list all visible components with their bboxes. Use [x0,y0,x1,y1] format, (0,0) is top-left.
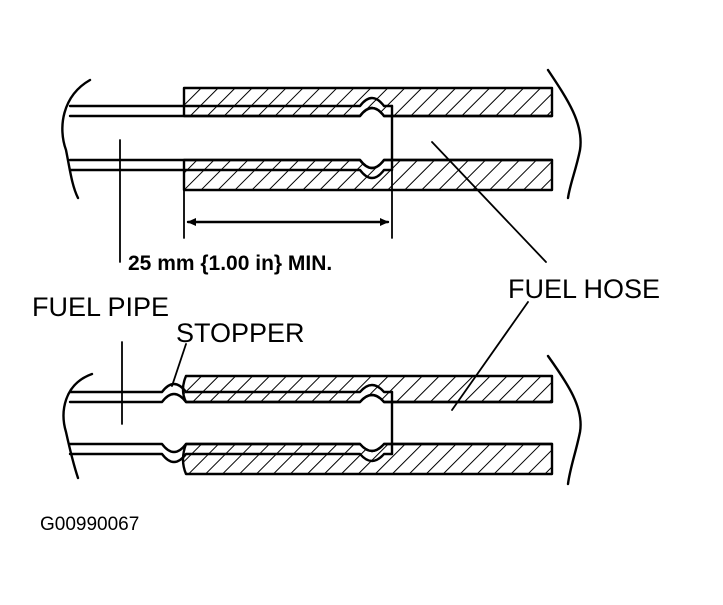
bottom-hose-upper-wall [181,374,554,404]
fuel-hose-label: FUEL HOSE [508,274,660,304]
fuel-pipe-label: FUEL PIPE [32,292,169,322]
figure-code: G00990067 [40,514,139,535]
top-assembly [61,68,582,200]
bottom-hose-break-end [546,354,582,486]
fuel-hose-leader-bottom [451,301,529,411]
stopper-leader [171,343,187,387]
bottom-hose-lower-wall [181,442,554,476]
top-pipe-break-end [61,78,92,200]
bottom-assembly [62,354,582,486]
stopper-label: STOPPER [176,318,305,348]
top-hose-lower-wall [182,158,554,192]
top-hose-upper-wall [182,86,554,118]
fuel-hose-leader-top [431,141,547,263]
bottom-pipe-break-end [62,372,94,480]
insertion-depth-dimension: 25 mm {1.00 in} MIN. [128,169,393,275]
dimension-label: 25 mm {1.00 in} MIN. [128,252,332,275]
top-hose-break-end [546,68,582,200]
